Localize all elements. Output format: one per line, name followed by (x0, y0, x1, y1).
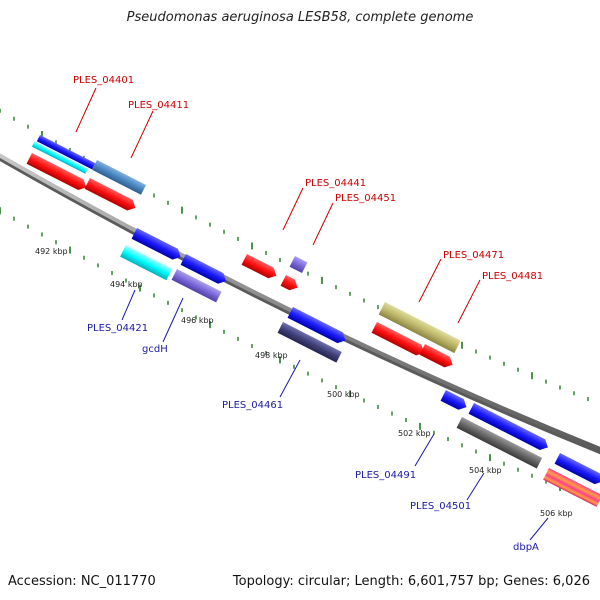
leader-line (414, 433, 435, 467)
scale-label-496: 496 kbp (181, 316, 214, 325)
gene-label-ples-04441[interactable]: PLES_04441 (305, 178, 366, 189)
topology-label: Topology: circular; Length: 6,601,757 bp… (232, 574, 590, 589)
leader-line (466, 472, 485, 501)
leader-line (130, 110, 154, 159)
gene-feature-red-arrow[interactable] (84, 178, 139, 213)
gene-label-ples-04401[interactable]: PLES_04401 (73, 75, 134, 86)
scale-labels: 492 kbp 494 kbp 496 kbp 498 kbp 500 kbp … (35, 247, 573, 518)
leader-line (457, 279, 481, 324)
gene-feature-blue-arrow[interactable] (554, 453, 600, 487)
gene-label-ples-04491[interactable]: PLES_04491 (355, 470, 416, 481)
leader-line (282, 187, 304, 231)
gene-label-ples-04471[interactable]: PLES_04471 (443, 250, 504, 261)
gene-feature-red-arrow[interactable] (371, 322, 427, 358)
gene-label-ples-04501[interactable]: PLES_04501 (410, 501, 471, 512)
forward-strand-features (26, 135, 461, 370)
accession-label: Accession: NC_011770 (8, 574, 156, 589)
scale-label-500: 500 kbp (327, 390, 360, 399)
gene-label-gcdh[interactable]: gcdH (142, 344, 168, 355)
gene-label-ples-04421[interactable]: PLES_04421 (87, 323, 148, 334)
gene-feature-ples-04491[interactable] (456, 417, 543, 469)
leader-line (529, 517, 549, 541)
gene-label-ples-04411[interactable]: PLES_04411 (128, 100, 189, 111)
scale-label-498: 498 kbp (255, 351, 288, 360)
gene-feature-blue-arrow[interactable] (131, 228, 184, 262)
gene-feature-ples-04461[interactable] (277, 322, 342, 363)
gene-feature-ples-04451[interactable] (289, 256, 308, 274)
leader-line (312, 202, 334, 246)
genome-title: Pseudomonas aeruginosa LESB58, complete … (126, 10, 474, 25)
gene-feature-red-arrow[interactable] (26, 153, 89, 193)
forward-gene-labels: PLES_04401 PLES_04411 PLES_04441 PLES_04… (73, 75, 543, 324)
scale-label-506: 506 kbp (540, 509, 573, 518)
leader-line (418, 258, 442, 303)
gene-feature-blue-arrow[interactable] (287, 307, 349, 346)
leader-line (279, 359, 301, 398)
leader-line (162, 297, 184, 343)
gene-feature-ples-04441[interactable] (241, 254, 280, 281)
scale-label-504: 504 kbp (469, 466, 502, 475)
gene-feature-gcdh[interactable] (171, 269, 222, 303)
reverse-strand-features (120, 228, 600, 507)
scale-label-494: 494 kbp (110, 280, 143, 289)
gene-feature-blue-arrow[interactable] (180, 254, 229, 286)
leader-line (121, 289, 136, 321)
gene-label-ples-04481[interactable]: PLES_04481 (482, 271, 543, 282)
gene-feature-blue-arrow[interactable] (468, 403, 551, 453)
scale-label-502: 502 kbp (398, 429, 431, 438)
gene-feature-ples-04471[interactable] (378, 302, 461, 354)
gene-feature-dbpa[interactable] (543, 468, 600, 507)
gene-feature-ples-04481[interactable] (419, 344, 456, 370)
gene-feature-ples-04401[interactable] (36, 135, 96, 170)
leader-line (75, 87, 97, 133)
gene-feature-blue-arrow-small[interactable] (440, 390, 470, 412)
reverse-gene-labels: PLES_04421 gcdH PLES_04461 PLES_04491 PL… (87, 289, 549, 553)
gene-feature-cyan[interactable] (31, 141, 89, 174)
gene-feature-ples-04411[interactable] (92, 160, 147, 195)
scale-label-492: 492 kbp (35, 247, 68, 256)
gene-label-ples-04461[interactable]: PLES_04461 (222, 400, 283, 411)
gene-label-dbpa[interactable]: dbpA (513, 542, 539, 553)
gene-feature-ples-04421[interactable] (120, 244, 173, 281)
gene-label-ples-04451[interactable]: PLES_04451 (335, 193, 396, 204)
gene-feature-red-arrow-small[interactable] (280, 275, 301, 293)
